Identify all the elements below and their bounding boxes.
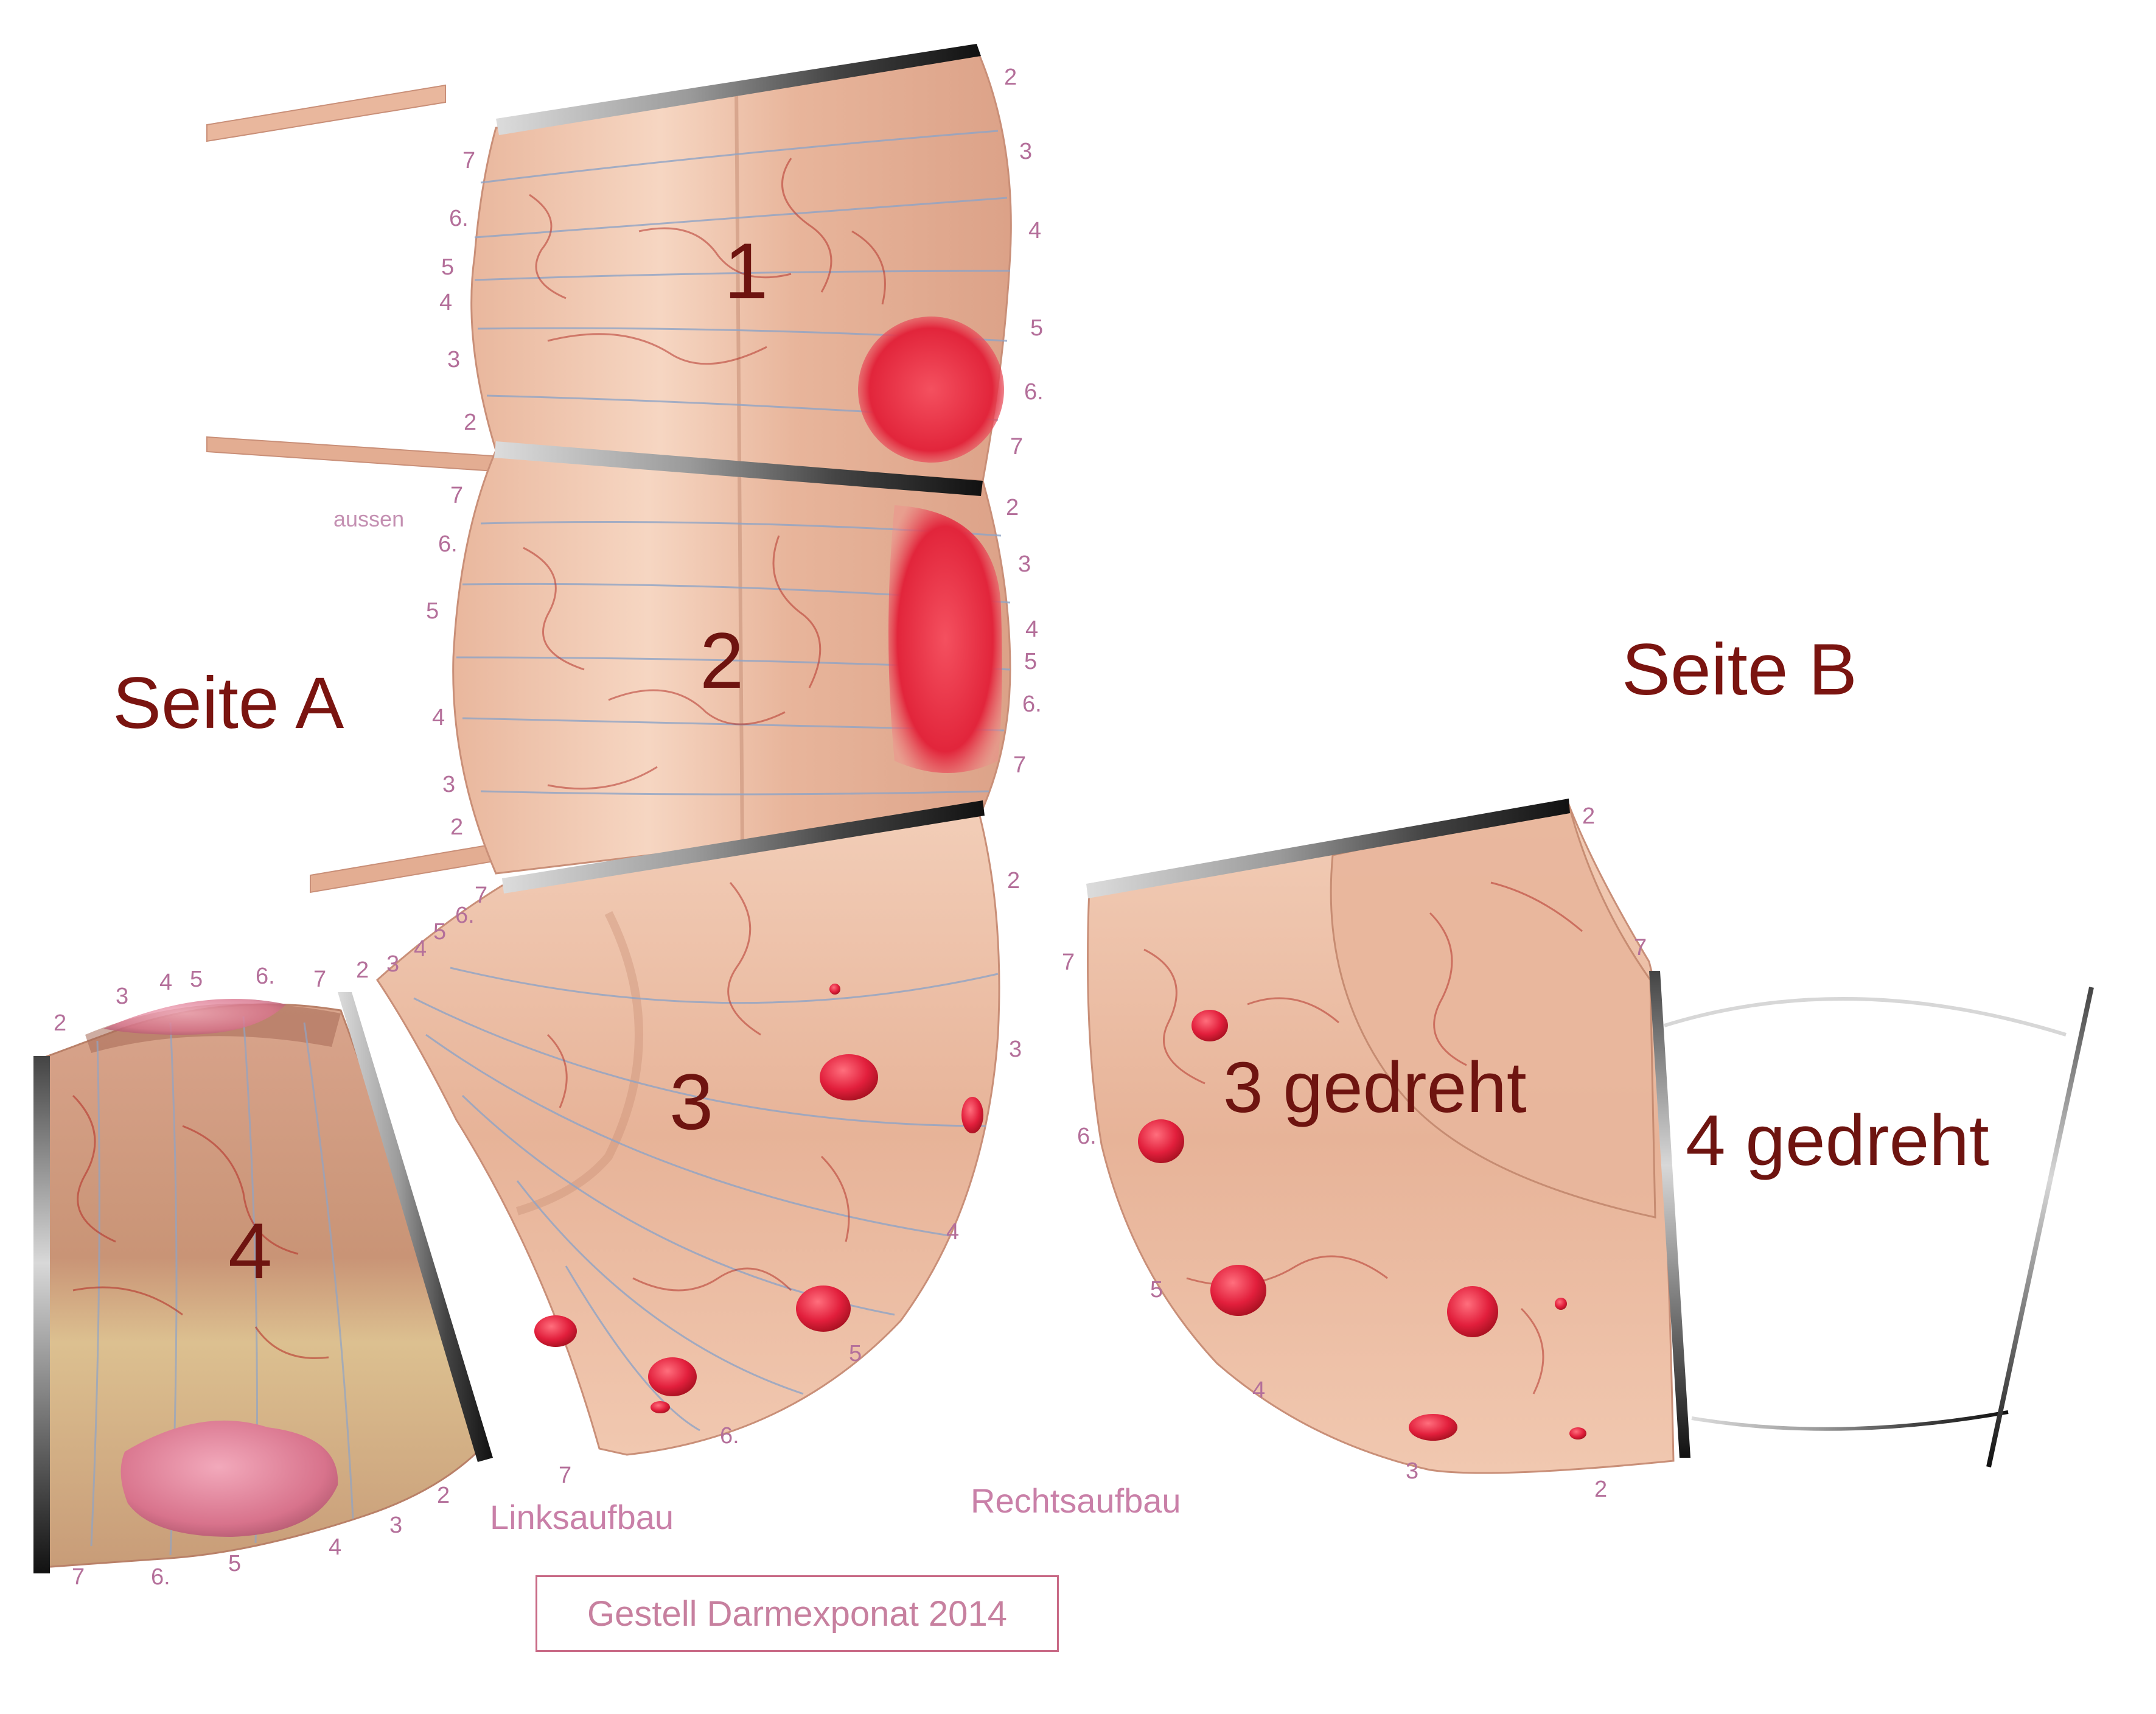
marker: 3 [1406,1458,1419,1484]
marker: 7 [475,883,488,908]
segment-3-rotated-shape [1086,799,1690,1474]
segment-1-label: 1 [724,226,769,315]
segment-2-shape [452,441,1011,875]
marker: 2 [356,957,369,983]
marker: 2 [1007,868,1020,894]
marker: 4 [1252,1377,1266,1403]
segment-3-rotated-label: 3 gedreht [1223,1048,1527,1128]
marker: 2 [1006,495,1019,520]
segment-4-shape [33,992,493,1573]
marker: 2 [1582,803,1596,829]
marker: 2 [1004,65,1017,90]
marker: 5 [426,598,439,624]
marker: 3 [389,1513,403,1538]
marker: 7 [559,1463,572,1488]
marker: 6. [455,903,475,928]
marker: 4 [1025,617,1039,642]
marker: 6. [449,206,469,231]
outside-note: aussen [333,506,405,531]
marker: 4 [946,1219,960,1245]
marker: 6. [1022,691,1042,717]
marker: 5 [228,1551,242,1576]
marker: 4 [414,936,427,962]
segment-4-rotated-label: 4 gedreht [1686,1100,1989,1181]
marker: 6. [1024,379,1044,405]
marker: 5 [441,254,455,280]
segment-4-rotated-outline [1664,987,2094,1467]
marker: 5 [849,1341,862,1366]
marker: 2 [54,1010,67,1036]
marker: 5 [433,919,447,945]
marker: 2 [464,410,477,435]
marker: 4 [439,290,453,315]
marker: 6. [256,964,275,989]
footer-caption-box: Gestell Darmexponat 2014 [536,1575,1059,1652]
marker: 7 [1634,935,1647,960]
segment-2-label: 2 [700,616,744,705]
marker: 3 [386,951,400,977]
segment-1-shape [470,44,1012,482]
marker: 4 [159,970,173,995]
marker: 7 [462,148,476,173]
segment-3-shape [376,800,1000,1456]
marker: 6. [1077,1124,1097,1149]
marker: 7 [1013,752,1027,778]
marker: 6. [720,1423,739,1449]
marker: 7 [1062,950,1075,975]
marker: 7 [313,967,327,992]
marker: 4 [329,1534,342,1560]
segment-3-label: 3 [669,1057,714,1146]
segment-4-label: 4 [228,1206,273,1295]
marker: 6. [438,531,458,557]
marker: 3 [1019,139,1033,164]
marker: 5 [1024,649,1038,674]
marker: 4 [1028,218,1042,243]
side-a-title: Seite A [113,662,344,744]
marker: 3 [116,984,129,1009]
marker: 7 [72,1564,85,1590]
marker: 5 [1030,315,1044,341]
side-b-title: Seite B [1622,629,1857,710]
marker: 3 [442,772,456,797]
marker: 5 [1150,1277,1163,1303]
marker: 5 [190,967,203,992]
footer-caption: Gestell Darmexponat 2014 [587,1593,1007,1634]
marker: 4 [432,705,445,730]
left-build-note: Linksaufbau [490,1498,674,1536]
right-build-note: Rechtsaufbau [971,1481,1181,1520]
marker: 3 [1009,1037,1022,1062]
marker: 3 [1018,551,1031,577]
marker: 2 [437,1483,450,1508]
marker: 2 [1594,1477,1608,1502]
marker: 6. [151,1564,170,1590]
marker: 7 [1010,434,1024,460]
marker: 2 [450,814,464,840]
marker: 7 [450,483,464,508]
marker: 3 [447,347,461,373]
